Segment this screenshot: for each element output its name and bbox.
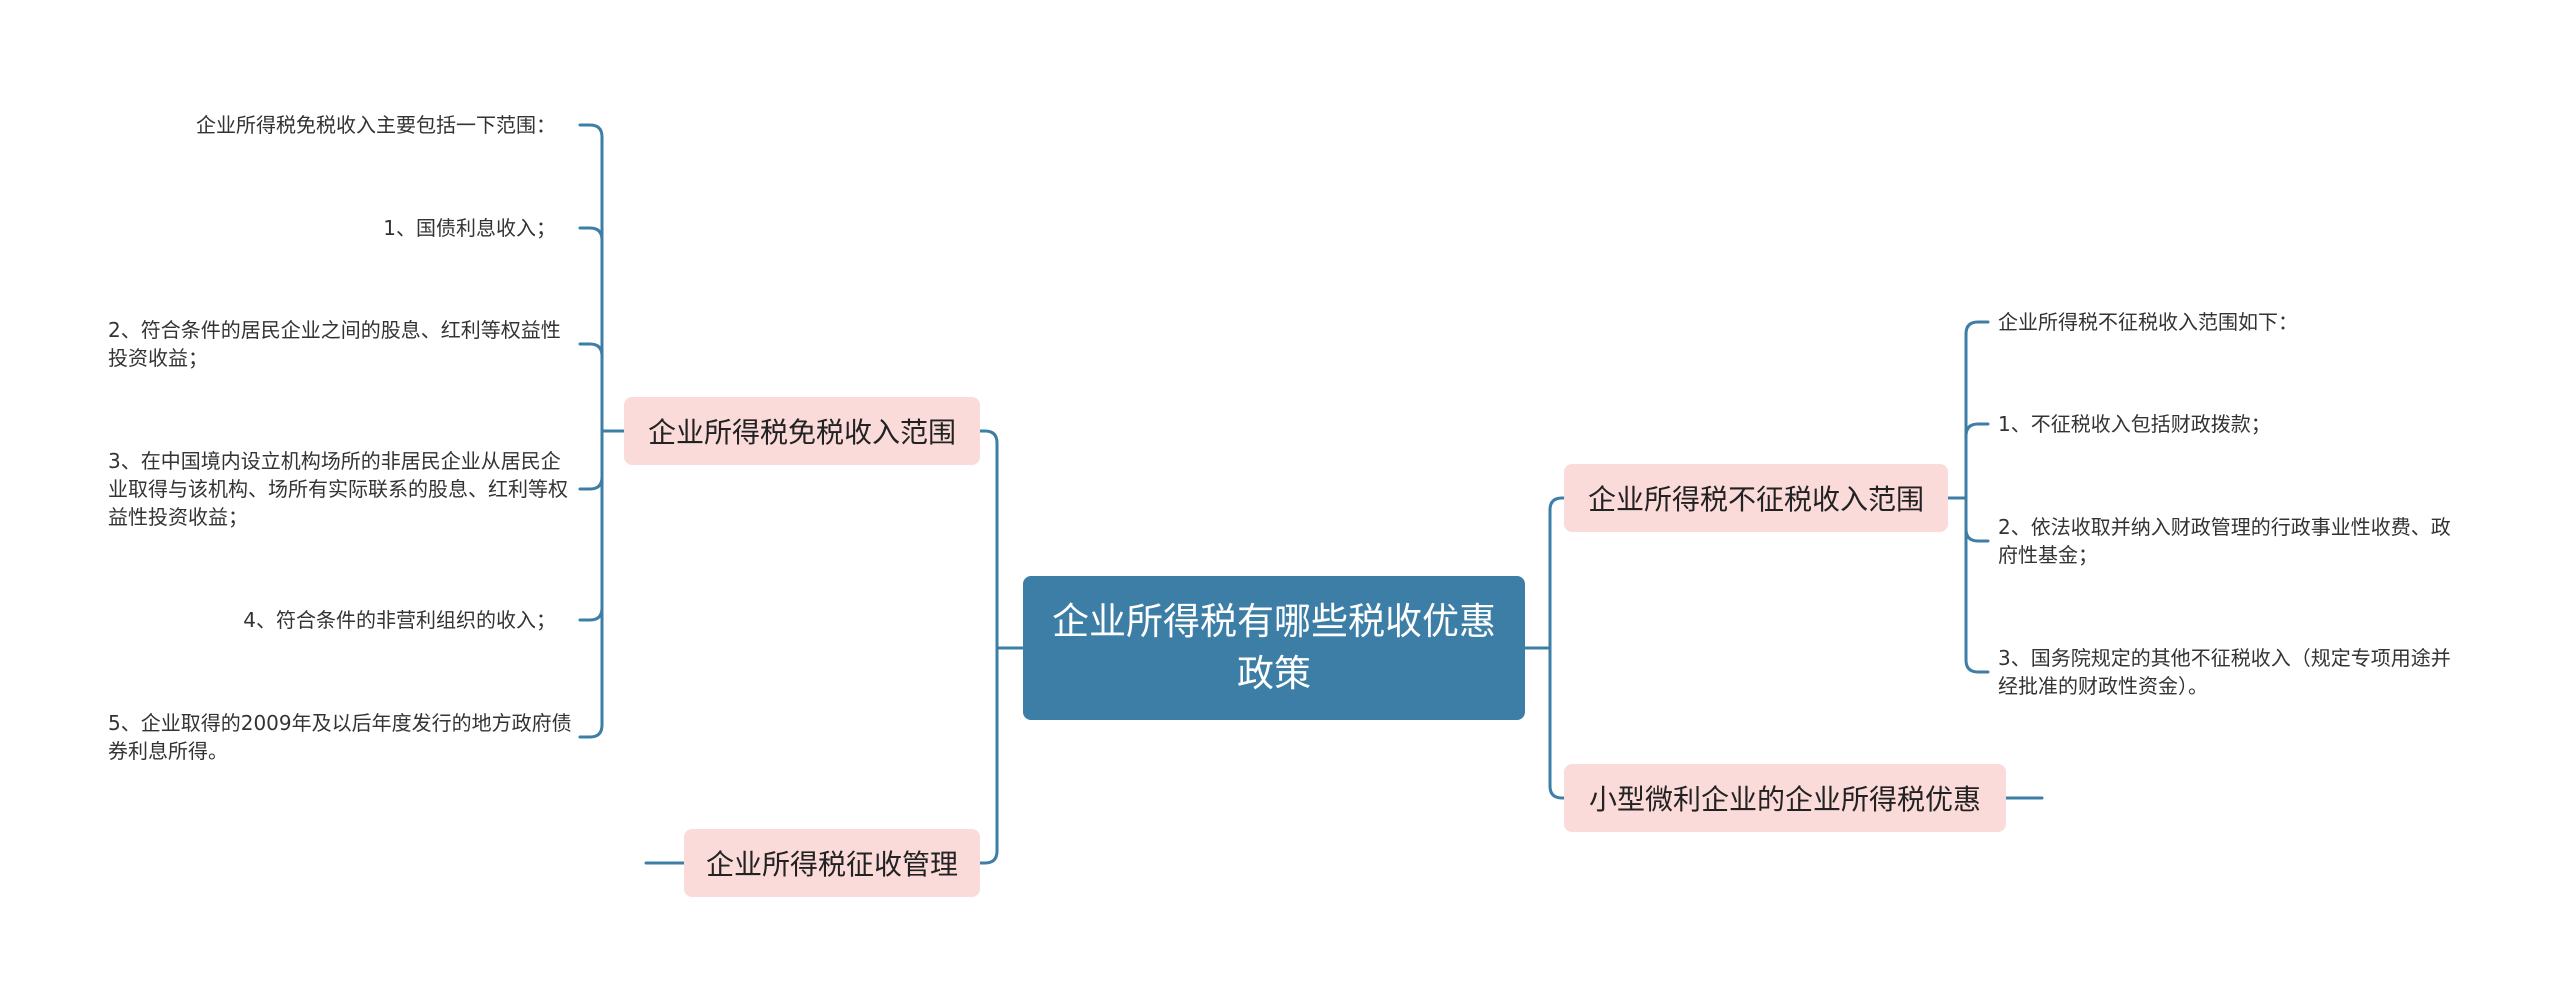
branch-non-taxable-income[interactable]: 企业所得税不征税收入范围 bbox=[1564, 464, 1948, 532]
root-topic-label: 企业所得税有哪些税收优惠政策 bbox=[1052, 600, 1496, 695]
leaf-exempt-item-4[interactable]: 4、符合条件的非营利组织的收入； bbox=[243, 608, 556, 632]
leaf-exempt-item-2[interactable]: 2、符合条件的居民企业之间的股息、红利等权益性投资收益； bbox=[108, 318, 561, 370]
exempt-link-4 bbox=[578, 429, 604, 622]
leaf-exempt-item-3[interactable]: 3、在中国境内设立机构场所的非居民企业从居民企业取得与该机构、场所有实际联系的股… bbox=[108, 449, 568, 529]
leaf-nontax-item-1[interactable]: 1、不征税收入包括财政拨款； bbox=[1998, 412, 2271, 436]
exempt-link-1 bbox=[578, 226, 604, 433]
root-right-link-1 bbox=[1548, 646, 1574, 800]
root-left-link-0 bbox=[973, 429, 999, 650]
leaf-exempt-item-1[interactable]: 1、国债利息收入； bbox=[383, 216, 556, 240]
root-left-link-1 bbox=[973, 646, 999, 865]
leaf-nontax-item-3[interactable]: 3、国务院规定的其他不征税收入（规定专项用途并经批准的财政性资金）。 bbox=[1998, 646, 2451, 698]
leaf-nontax-intro[interactable]: 企业所得税不征税收入范围如下： bbox=[1998, 310, 2298, 334]
exempt-link-5 bbox=[578, 429, 604, 739]
branch-small-micro-enterprise[interactable]: 小型微利企业的企业所得税优惠 bbox=[1564, 764, 2006, 832]
branch-label: 企业所得税不征税收入范围 bbox=[1587, 483, 1924, 516]
exempt-link-2 bbox=[578, 342, 604, 433]
branch-label: 小型微利企业的企业所得税优惠 bbox=[1588, 783, 1981, 816]
branch-label: 企业所得税免税收入范围 bbox=[647, 416, 956, 449]
branch-tax-exempt-income[interactable]: 企业所得税免税收入范围 bbox=[624, 397, 980, 465]
nontax-link-2 bbox=[1964, 496, 1990, 543]
leaf-exempt-item-5[interactable]: 5、企业取得的2009年及以后年度发行的地方政府债券利息所得。 bbox=[108, 711, 572, 763]
root-topic[interactable]: 企业所得税有哪些税收优惠政策 bbox=[1023, 576, 1525, 720]
exempt-link-0 bbox=[578, 123, 604, 433]
nontax-link-1 bbox=[1964, 422, 1990, 500]
nontax-link-0 bbox=[1964, 320, 1990, 500]
exempt-link-3 bbox=[578, 429, 604, 491]
root-right-link-0 bbox=[1548, 496, 1574, 650]
leaf-exempt-intro[interactable]: 企业所得税免税收入主要包括一下范围： bbox=[196, 113, 556, 137]
branch-label: 企业所得税征收管理 bbox=[705, 848, 958, 881]
branch-collection-management[interactable]: 企业所得税征收管理 bbox=[684, 829, 980, 897]
nontax-link-3 bbox=[1964, 496, 1990, 674]
leaf-nontax-item-2[interactable]: 2、依法收取并纳入财政管理的行政事业性收费、政府性基金； bbox=[1998, 515, 2451, 567]
